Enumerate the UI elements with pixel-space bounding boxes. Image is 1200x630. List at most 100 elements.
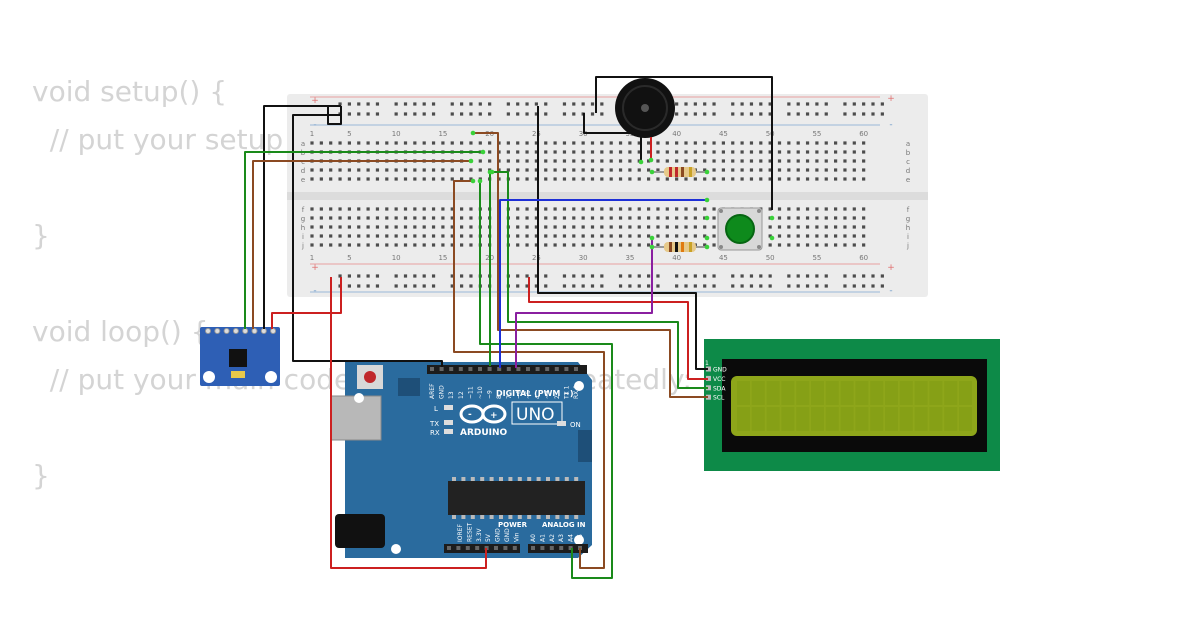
breadboard-hole[interactable]: [862, 216, 866, 220]
breadboard-hole[interactable]: [618, 216, 623, 220]
breadboard-hole[interactable]: [712, 159, 716, 163]
breadboard-hole[interactable]: [703, 216, 707, 220]
digital-header[interactable]: [427, 365, 587, 374]
breadboard-hole[interactable]: [544, 168, 548, 172]
breadboard-hole[interactable]: [590, 207, 595, 211]
breadboard-hole[interactable]: [824, 234, 828, 238]
breadboard-hole[interactable]: [805, 177, 810, 181]
breadboard-hole[interactable]: [703, 274, 707, 278]
breadboard-hole[interactable]: [665, 141, 669, 145]
breadboard-hole[interactable]: [675, 159, 679, 163]
breadboard-hole[interactable]: [600, 141, 604, 145]
breadboard-hole[interactable]: [768, 243, 772, 247]
breadboard-hole[interactable]: [656, 159, 660, 163]
breadboard-hole[interactable]: [347, 177, 351, 181]
breadboard-hole[interactable]: [534, 177, 538, 181]
breadboard-hole[interactable]: [431, 234, 436, 238]
breadboard-hole[interactable]: [329, 141, 333, 145]
breadboard-hole[interactable]: [590, 150, 595, 154]
breadboard-hole[interactable]: [675, 274, 679, 278]
wire-green-lcd-sda[interactable]: [492, 171, 708, 389]
breadboard-hole[interactable]: [647, 141, 651, 145]
breadboard-hole[interactable]: [534, 284, 538, 288]
breadboard-hole[interactable]: [740, 168, 744, 172]
breadboard-hole[interactable]: [431, 243, 436, 247]
breadboard-hole[interactable]: [460, 284, 464, 288]
breadboard-hole[interactable]: [862, 284, 866, 288]
breadboard-hole[interactable]: [759, 284, 763, 288]
breadboard-hole[interactable]: [375, 141, 380, 145]
breadboard-hole[interactable]: [656, 177, 660, 181]
breadboard-hole[interactable]: [609, 141, 613, 145]
breadboard-hole[interactable]: [572, 234, 576, 238]
breadboard-hole[interactable]: [834, 150, 838, 154]
breadboard-hole[interactable]: [684, 112, 688, 116]
breadboard-hole[interactable]: [787, 141, 791, 145]
breadboard-hole[interactable]: [693, 177, 697, 181]
breadboard-hole[interactable]: [385, 168, 389, 172]
breadboard-hole[interactable]: [394, 168, 398, 172]
breadboard-hole[interactable]: [684, 141, 688, 145]
power-pin[interactable]: [447, 546, 451, 550]
breadboard-hole[interactable]: [787, 207, 791, 211]
breadboard-hole[interactable]: [460, 207, 464, 211]
imu-pin[interactable]: [242, 328, 249, 334]
breadboard-hole[interactable]: [544, 150, 548, 154]
breadboard-hole[interactable]: [675, 216, 679, 220]
power-pin[interactable]: [503, 546, 508, 550]
breadboard-hole[interactable]: [852, 274, 856, 278]
breadboard-hole[interactable]: [684, 234, 688, 238]
breadboard-hole[interactable]: [852, 150, 856, 154]
breadboard-hole[interactable]: [609, 177, 613, 181]
breadboard-hole[interactable]: [431, 112, 436, 116]
breadboard-hole[interactable]: [600, 177, 604, 181]
breadboard-hole[interactable]: [787, 102, 791, 106]
breadboard-hole[interactable]: [553, 243, 557, 247]
breadboard-hole[interactable]: [319, 216, 323, 220]
imu-pins[interactable]: [205, 328, 277, 334]
breadboard-hole[interactable]: [731, 141, 735, 145]
breadboard-hole[interactable]: [544, 207, 548, 211]
push-button-cap[interactable]: [725, 214, 755, 244]
breadboard-hole[interactable]: [684, 225, 688, 229]
breadboard-hole[interactable]: [871, 274, 875, 278]
wire-black-arduino-gnd[interactable]: [292, 114, 443, 367]
breadboard-hole[interactable]: [675, 150, 679, 154]
breadboard-hole[interactable]: [768, 234, 772, 238]
breadboard-hole[interactable]: [665, 150, 669, 154]
breadboard-hole[interactable]: [590, 274, 595, 278]
breadboard-hole[interactable]: [534, 112, 538, 116]
breadboard-hole[interactable]: [880, 274, 884, 278]
breadboard-hole[interactable]: [712, 168, 716, 172]
breadboard-hole[interactable]: [665, 177, 669, 181]
breadboard-hole[interactable]: [618, 141, 623, 145]
breadboard-hole[interactable]: [852, 102, 856, 106]
breadboard-hole[interactable]: [787, 216, 791, 220]
power-header[interactable]: [444, 544, 520, 553]
breadboard-hole[interactable]: [693, 112, 697, 116]
digital-pin[interactable]: [449, 367, 454, 371]
breadboard-hole[interactable]: [609, 168, 613, 172]
breadboard-hole[interactable]: [731, 112, 735, 116]
breadboard-hole[interactable]: [553, 216, 557, 220]
breadboard-hole[interactable]: [712, 177, 716, 181]
lcd-pin[interactable]: [706, 385, 711, 391]
analog-pin[interactable]: [540, 546, 545, 550]
breadboard-hole[interactable]: [375, 177, 380, 181]
breadboard-hole[interactable]: [366, 225, 370, 229]
digital-pin[interactable]: [545, 367, 550, 371]
breadboard-hole[interactable]: [721, 150, 725, 154]
breadboard-hole[interactable]: [787, 243, 791, 247]
breadboard-hole[interactable]: [777, 159, 782, 163]
breadboard-hole[interactable]: [413, 102, 417, 106]
breadboard-hole[interactable]: [805, 243, 810, 247]
breadboard-hole[interactable]: [805, 216, 810, 220]
breadboard-hole[interactable]: [759, 168, 763, 172]
breadboard-hole[interactable]: [450, 168, 454, 172]
breadboard-hole[interactable]: [749, 141, 754, 145]
breadboard-hole[interactable]: [805, 234, 810, 238]
breadboard-hole[interactable]: [450, 177, 454, 181]
wire-black-buzzer-top[interactable]: [595, 76, 773, 210]
breadboard-hole[interactable]: [357, 225, 361, 229]
breadboard-hole[interactable]: [357, 141, 361, 145]
